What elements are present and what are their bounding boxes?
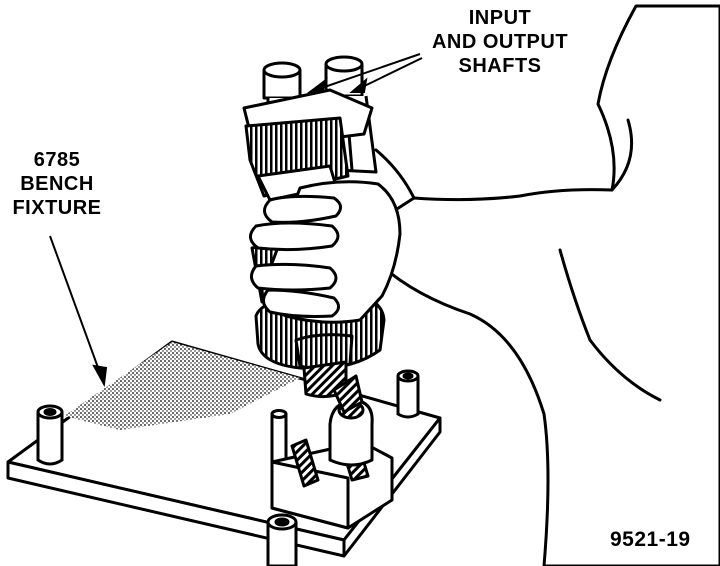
finger-1 bbox=[263, 194, 342, 224]
support-block bbox=[270, 398, 394, 530]
post-front bbox=[266, 513, 298, 566]
sleeve bbox=[380, 4, 720, 566]
finger-2 bbox=[249, 221, 340, 252]
post-back-right bbox=[396, 369, 420, 419]
bench-fixture-label: 6785 BENCH FIXTURE bbox=[2, 148, 112, 220]
fixture-label-line-2: BENCH bbox=[20, 173, 94, 195]
technician-hand bbox=[249, 4, 720, 566]
fixture-label-line-3: FIXTURE bbox=[12, 197, 102, 219]
fixture-shading bbox=[64, 342, 300, 430]
input-output-shafts-label: INPUT AND OUTPUT SHAFTS bbox=[410, 6, 590, 78]
finger-3 bbox=[250, 262, 338, 292]
leader-bench-fixture bbox=[49, 235, 105, 385]
post-back-left bbox=[36, 404, 64, 466]
shafts-label-line-2: AND OUTPUT bbox=[431, 31, 569, 53]
shafts-label-line-3: SHAFTS bbox=[458, 55, 542, 77]
figure-number: 9521-19 bbox=[610, 528, 691, 551]
thumb bbox=[262, 288, 340, 318]
leader-input-shaft bbox=[309, 53, 421, 93]
fixture-label-line-1: 6785 bbox=[33, 149, 81, 171]
callout-leaders bbox=[49, 53, 423, 388]
fixture-posts bbox=[36, 369, 420, 566]
shafts-label-line-1: INPUT bbox=[468, 7, 532, 29]
